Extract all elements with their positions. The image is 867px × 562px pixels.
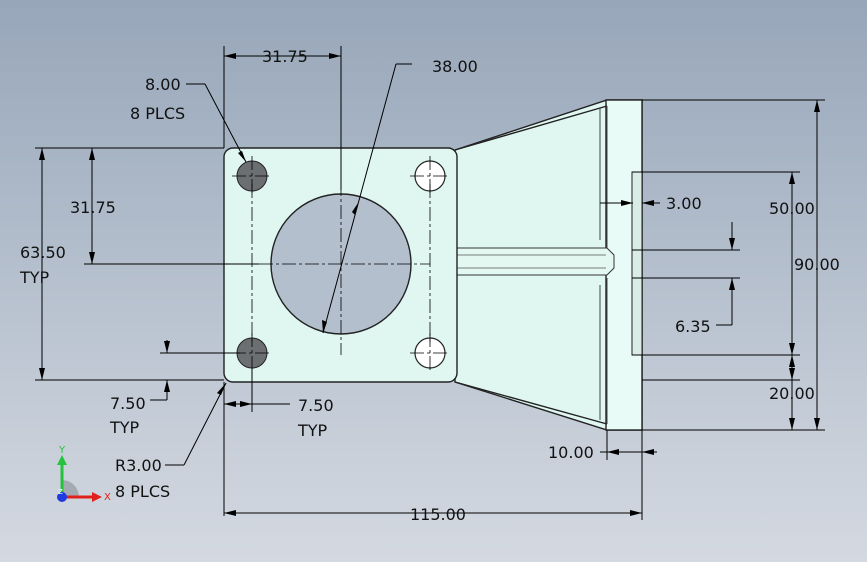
axis-triad[interactable]: Y X Z — [57, 445, 111, 503]
triad-label-x: X — [104, 492, 111, 503]
dim-hole-diameter: 8.00 — [145, 75, 181, 94]
dim-rib-thickness: 6.35 — [675, 317, 711, 336]
dim-corner-radius: R3.00 — [115, 456, 162, 475]
dim-overall-length: 115.00 — [410, 505, 466, 524]
dim-flange-thickness: 10.00 — [548, 443, 594, 462]
dim-bore-diameter: 38.00 — [432, 57, 478, 76]
flange-slot — [631, 171, 643, 356]
dim-web-gap: 3.00 — [666, 194, 702, 213]
dim-edge-offset-bottom: 7.50 — [298, 396, 334, 415]
dim-hole-spacing-top: 31.75 — [262, 47, 308, 66]
dim-overall-plate-note: TYP — [19, 268, 50, 287]
dim-edge-offset-bottom-note: TYP — [297, 421, 328, 440]
center-rib — [454, 247, 615, 276]
dim-corner-radius-note: 8 PLCS — [115, 482, 170, 501]
dim-edge-offset-left: 7.50 — [110, 394, 146, 413]
dim-overall-height: 90.00 — [794, 255, 840, 274]
dim-hole-count-note: 8 PLCS — [130, 104, 185, 123]
dim-edge-offset-left-note: TYP — [109, 418, 140, 437]
dim-flange-height: 20.00 — [769, 384, 815, 403]
dimension-lines — [35, 46, 825, 520]
triad-xy-plane-icon — [62, 480, 79, 497]
part-geometry — [223, 99, 643, 431]
z-axis-dot — [57, 492, 67, 502]
dim-overall-plate: 63.50 — [20, 243, 66, 262]
triad-label-y: Y — [58, 445, 66, 456]
dim-hole-spacing-left: 31.75 — [70, 198, 116, 217]
dim-rib-spacing: 50.00 — [769, 199, 815, 218]
triad-label-z: Z — [58, 488, 63, 496]
dimension-labels: 31.75 38.00 8.00 8 PLCS 31.75 63.50 TYP … — [19, 47, 840, 524]
